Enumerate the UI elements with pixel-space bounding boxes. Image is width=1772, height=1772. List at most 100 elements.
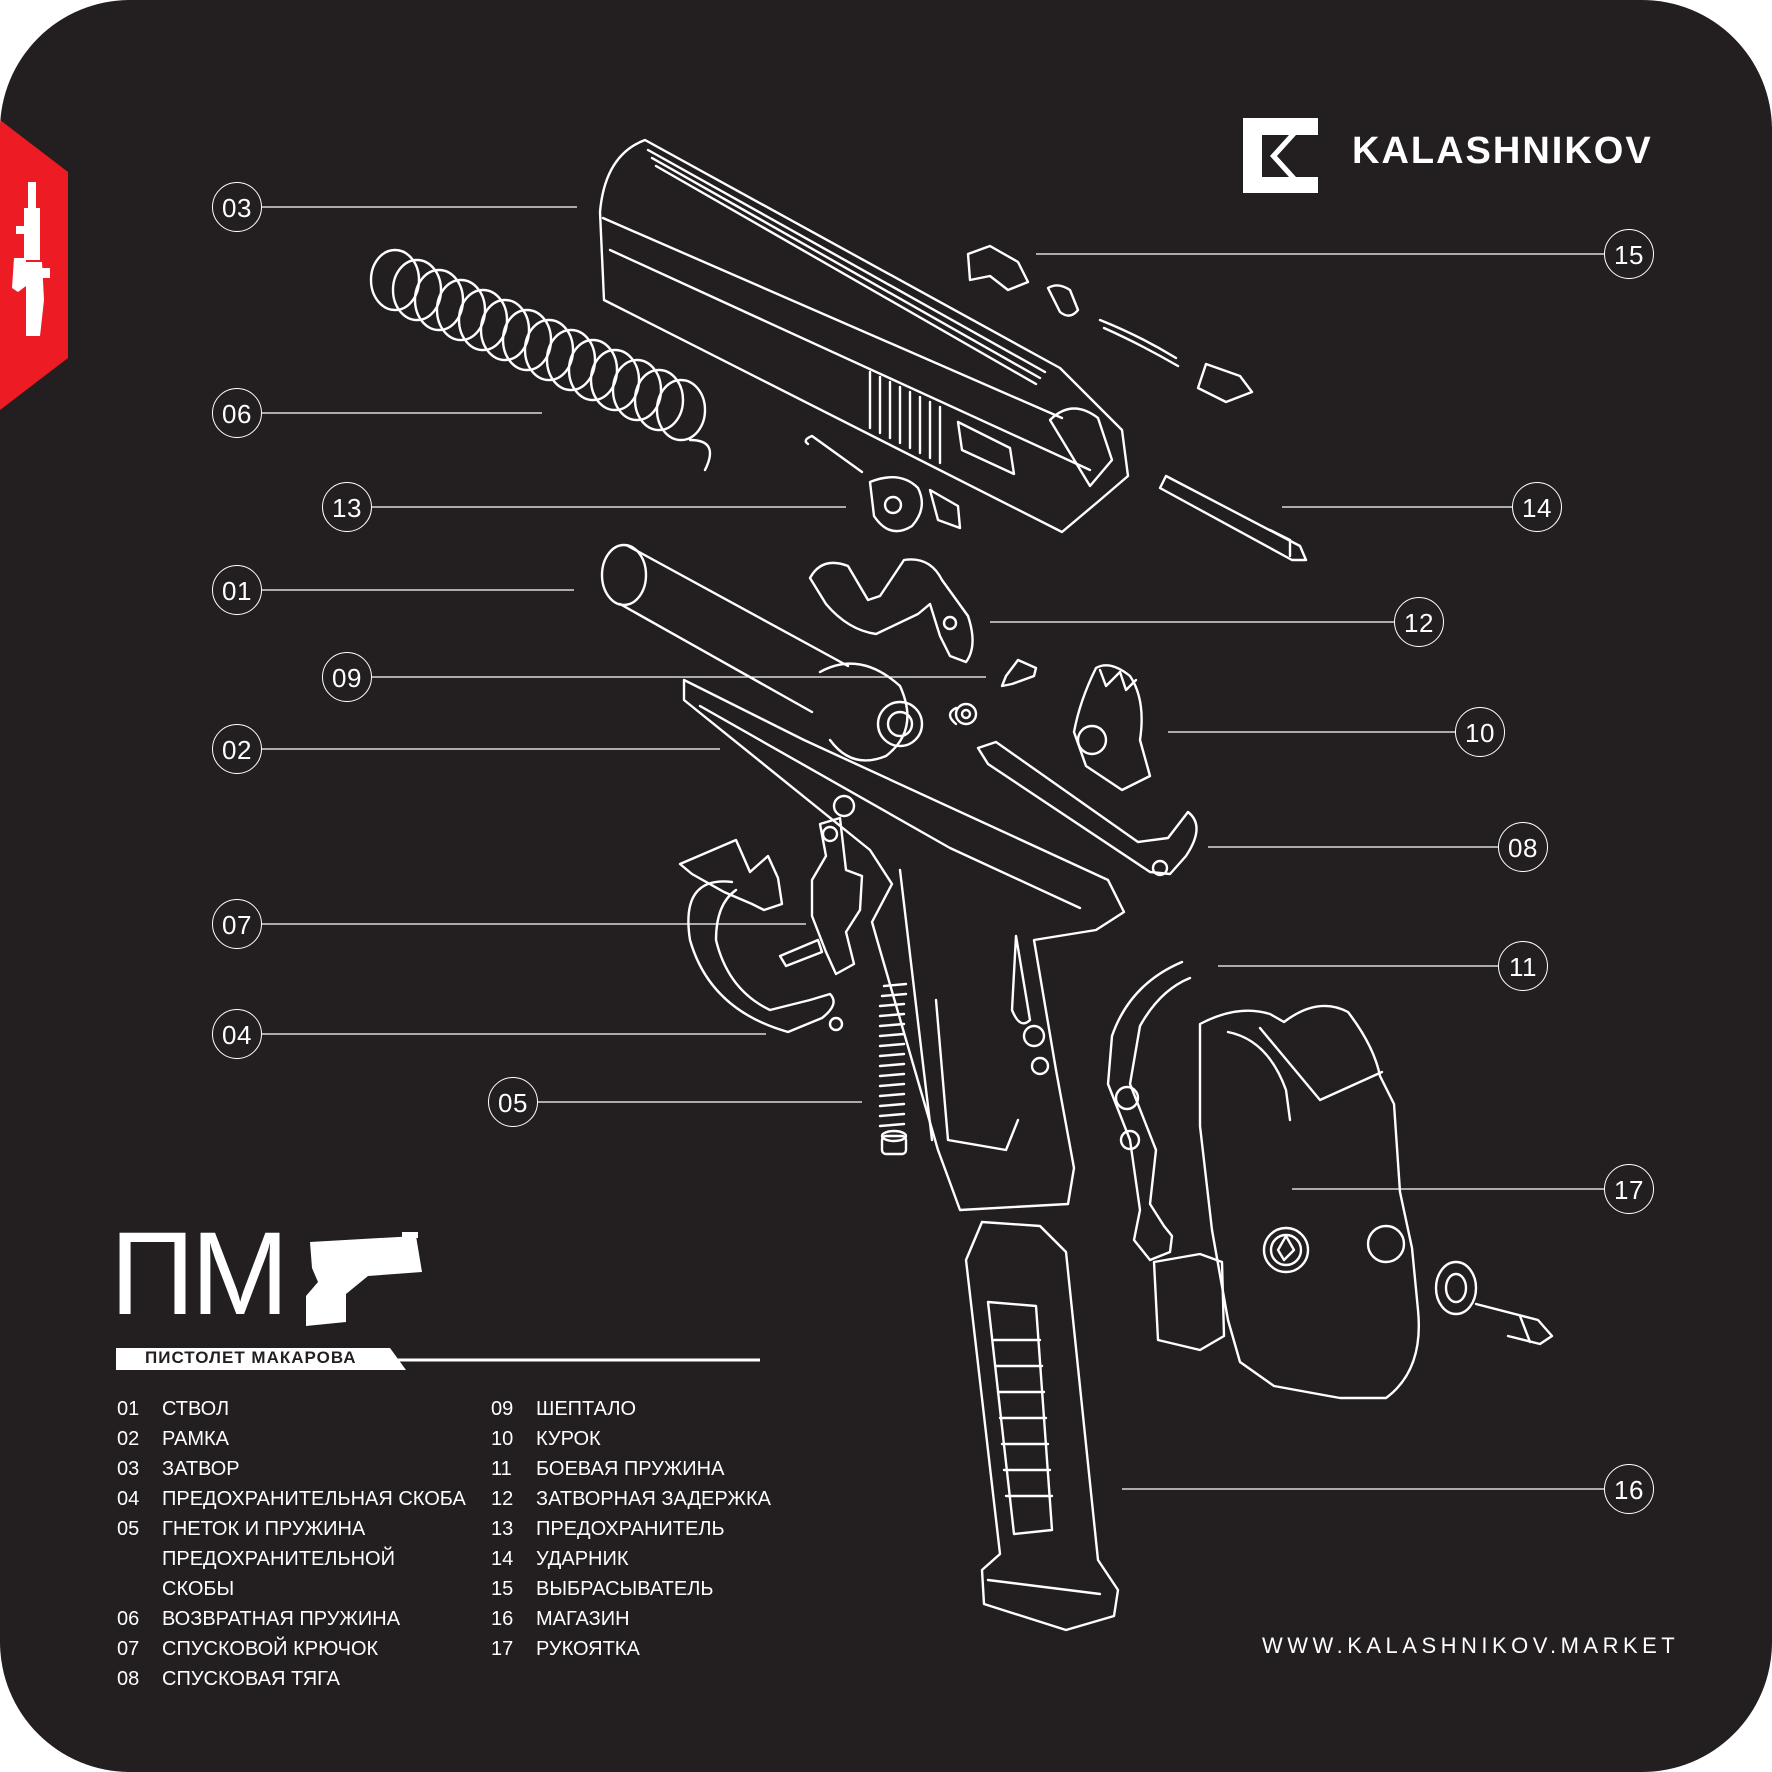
callout-label-02: 02 [212,724,262,774]
part-recoil-spring [369,248,712,472]
callout-label-09: 09 [322,652,372,702]
legend-name: ВОЗВРАТНАЯ ПРУЖИНА [162,1608,401,1630]
legend-item: 14 УДАРНИК [491,1544,846,1574]
model-code: ПМ [110,1208,289,1340]
legend-number: 17 [491,1638,514,1660]
legend-number: 01 [117,1398,140,1420]
part-grip [1198,1004,1420,1400]
legend-name: СПУСКОВОЙ КРЮЧОК [162,1638,379,1660]
callout-label-08: 08 [1498,822,1548,872]
callout-label-10: 10 [1455,707,1505,757]
part-trigger-guard [678,838,844,1034]
legend-number: 15 [491,1578,514,1600]
leader-lines [262,206,1604,1490]
legend-item: 04 ПРЕДОХРАНИТЕЛЬНАЯ СКОБА [117,1484,472,1514]
legend-number: 06 [117,1608,140,1630]
legend-name: ЗАТВОРНАЯ ЗАДЕРЖКА [536,1488,771,1510]
part-mainspring [1106,960,1226,1352]
legend-item: 09 ШЕПТАЛО [491,1394,846,1424]
rifle-icon [12,182,50,336]
legend-item: 13 ПРЕДОХРАНИТЕЛЬ [491,1514,846,1544]
legend-number: 03 [117,1458,140,1480]
part-hammer [1072,664,1152,792]
legend-item: 01 СТВОЛ [117,1394,472,1424]
legend-name: СТВОЛ [162,1398,230,1420]
legend-number: 09 [491,1398,514,1420]
callout-label-06: 06 [212,388,262,438]
legend-item: 05 ГНЕТОК И ПРУЖИНА ПРЕДОХРАНИТЕЛЬНОЙ СКО… [117,1514,472,1604]
legend-item: 17 РУКОЯТКА [491,1634,846,1664]
callout-label-01: 01 [212,565,262,615]
callout-label-16: 16 [1604,1464,1654,1514]
part-firing-pin [1158,474,1308,562]
legend-name: БОЕВАЯ ПРУЖИНА [536,1458,725,1480]
callout-label-14: 14 [1512,482,1562,532]
legend-number: 11 [491,1458,512,1480]
part-slide [598,138,1130,534]
part-sear [948,658,1038,726]
legend-name: ГНЕТОК И ПРУЖИНА ПРЕДОХРАНИТЕЛЬНОЙ СКОБЫ [162,1518,395,1600]
callout-label-17: 17 [1604,1164,1654,1214]
callout-label-03: 03 [212,182,262,232]
legend-name: МАГАЗИН [536,1608,630,1630]
part-extractor [966,244,1254,404]
legend-number: 05 [117,1518,140,1540]
k-logo-icon [1243,118,1318,193]
legend-column-right: 09 ШЕПТАЛО 10 КУРОК 11 БОЕВАЯ ПРУЖИНА 12 ЗАТ… [491,1394,846,1664]
pistol-icon [306,1232,422,1326]
legend-item: 06 ВОЗВРАТНАЯ ПРУЖИНА [117,1604,472,1634]
legend-number: 16 [491,1608,514,1630]
part-trigger-bar [976,740,1198,877]
part-trigger [778,816,864,976]
callout-label-04: 04 [212,1009,262,1059]
legend-number: 07 [117,1638,140,1660]
legend-item: 11 БОЕВАЯ ПРУЖИНА [491,1454,846,1484]
legend-name: УДАРНИК [536,1548,629,1570]
website-url: WWW.KALASHNIKOV.MARKET [1262,1633,1680,1658]
legend-item: 15 ВЫБРАСЫВАТЕЛЬ [491,1574,846,1604]
title-banner [116,1348,406,1370]
legend-number: 08 [117,1668,140,1690]
callout-label-11: 11 [1498,941,1548,991]
part-safety [804,434,962,533]
callout-label-05: 05 [488,1077,538,1127]
legend-number: 14 [491,1548,514,1570]
part-trigger-guard-spring [878,982,908,1156]
legend-number: 04 [117,1488,140,1510]
part-barrel [600,543,924,762]
legend-number: 10 [491,1428,514,1450]
legend-item: 07 СПУСКОВОЙ КРЮЧОК [117,1634,472,1664]
legend-name: КУРОК [536,1428,601,1450]
legend-name: СПУСКОВАЯ ТЯГА [162,1668,341,1690]
callout-label-12: 12 [1394,597,1444,647]
legend-item: 10 КУРОК [491,1424,846,1454]
legend-name: ПРЕДОХРАНИТЕЛЬНАЯ СКОБА [162,1488,466,1510]
part-magazine [964,1220,1120,1632]
part-frame [682,678,1126,1212]
legend-name: РУКОЯТКА [536,1638,640,1660]
parts-line-art [369,138,1554,1632]
legend-item: 16 МАГАЗИН [491,1604,846,1634]
legend-number: 02 [117,1428,140,1450]
legend-name: ЗАТВОР [162,1458,240,1480]
legend-name: ШЕПТАЛО [536,1398,637,1420]
legend-item: 12 ЗАТВОРНАЯ ЗАДЕРЖКА [491,1484,846,1514]
legend-item: 03 ЗАТВОР [117,1454,472,1484]
legend-item: 08 СПУСКОВАЯ ТЯГА [117,1664,472,1694]
legend-name: ПРЕДОХРАНИТЕЛЬ [536,1518,725,1540]
callout-label-07: 07 [212,899,262,949]
callout-label-15: 15 [1604,229,1654,279]
legend-number: 13 [491,1518,514,1540]
legend-number: 12 [491,1488,514,1510]
slide-serrations [868,370,942,465]
callout-label-13: 13 [322,482,372,532]
part-grip-screw [1434,1260,1554,1346]
legend-name: ВЫБРАСЫВАТЕЛЬ [536,1578,714,1600]
brand-name: KALASHNIKOV [1352,130,1653,172]
part-slide-stop [808,558,974,664]
model-name: ПИСТОЛЕТ МАКАРОВА [145,1348,357,1367]
